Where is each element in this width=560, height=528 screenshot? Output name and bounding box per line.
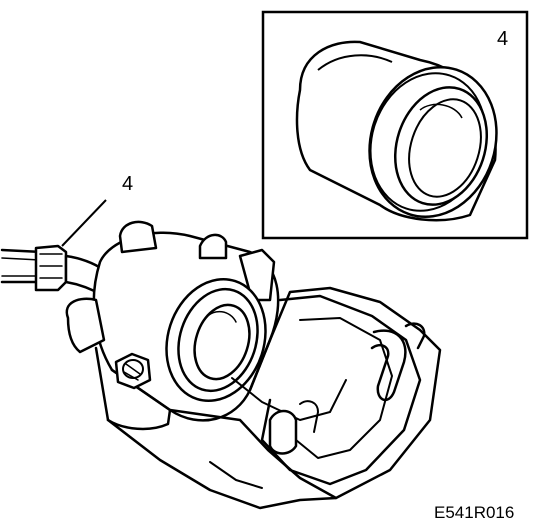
bore-shading <box>205 310 237 323</box>
caliper-frame-arm <box>260 294 422 486</box>
inset-callout-number: 4 <box>497 28 508 50</box>
piston-bore-shading <box>419 103 463 119</box>
guide-pin-slot <box>299 400 319 433</box>
piston-bore <box>408 98 482 198</box>
brake-hose <box>0 244 106 298</box>
hose-nut <box>34 244 68 292</box>
figure-code: E541R016 <box>434 503 514 522</box>
caliper-frame-inner <box>295 317 393 459</box>
anti-rattle-spring <box>370 329 407 402</box>
housing-rear-boss <box>198 233 228 260</box>
bracket-rib <box>209 461 263 489</box>
carrier-bracket-foot <box>106 408 172 431</box>
mounting-lug-left <box>65 297 106 354</box>
hose-callout-number: 4 <box>122 173 133 195</box>
caliper-assembly <box>0 220 442 510</box>
carrier-bracket-outline <box>110 286 442 500</box>
piston-back-edge <box>317 54 393 71</box>
pad-retainer-edge <box>231 377 347 421</box>
piston-inset: 4 <box>261 10 529 240</box>
housing-top-boss <box>118 220 158 254</box>
piston-illustration <box>295 40 498 222</box>
spring-tab <box>404 322 426 350</box>
bore-face-inner <box>193 303 251 381</box>
guide-pin-boot <box>268 409 298 455</box>
hose-leader-line <box>61 199 107 247</box>
bleeder-screw <box>114 352 152 390</box>
